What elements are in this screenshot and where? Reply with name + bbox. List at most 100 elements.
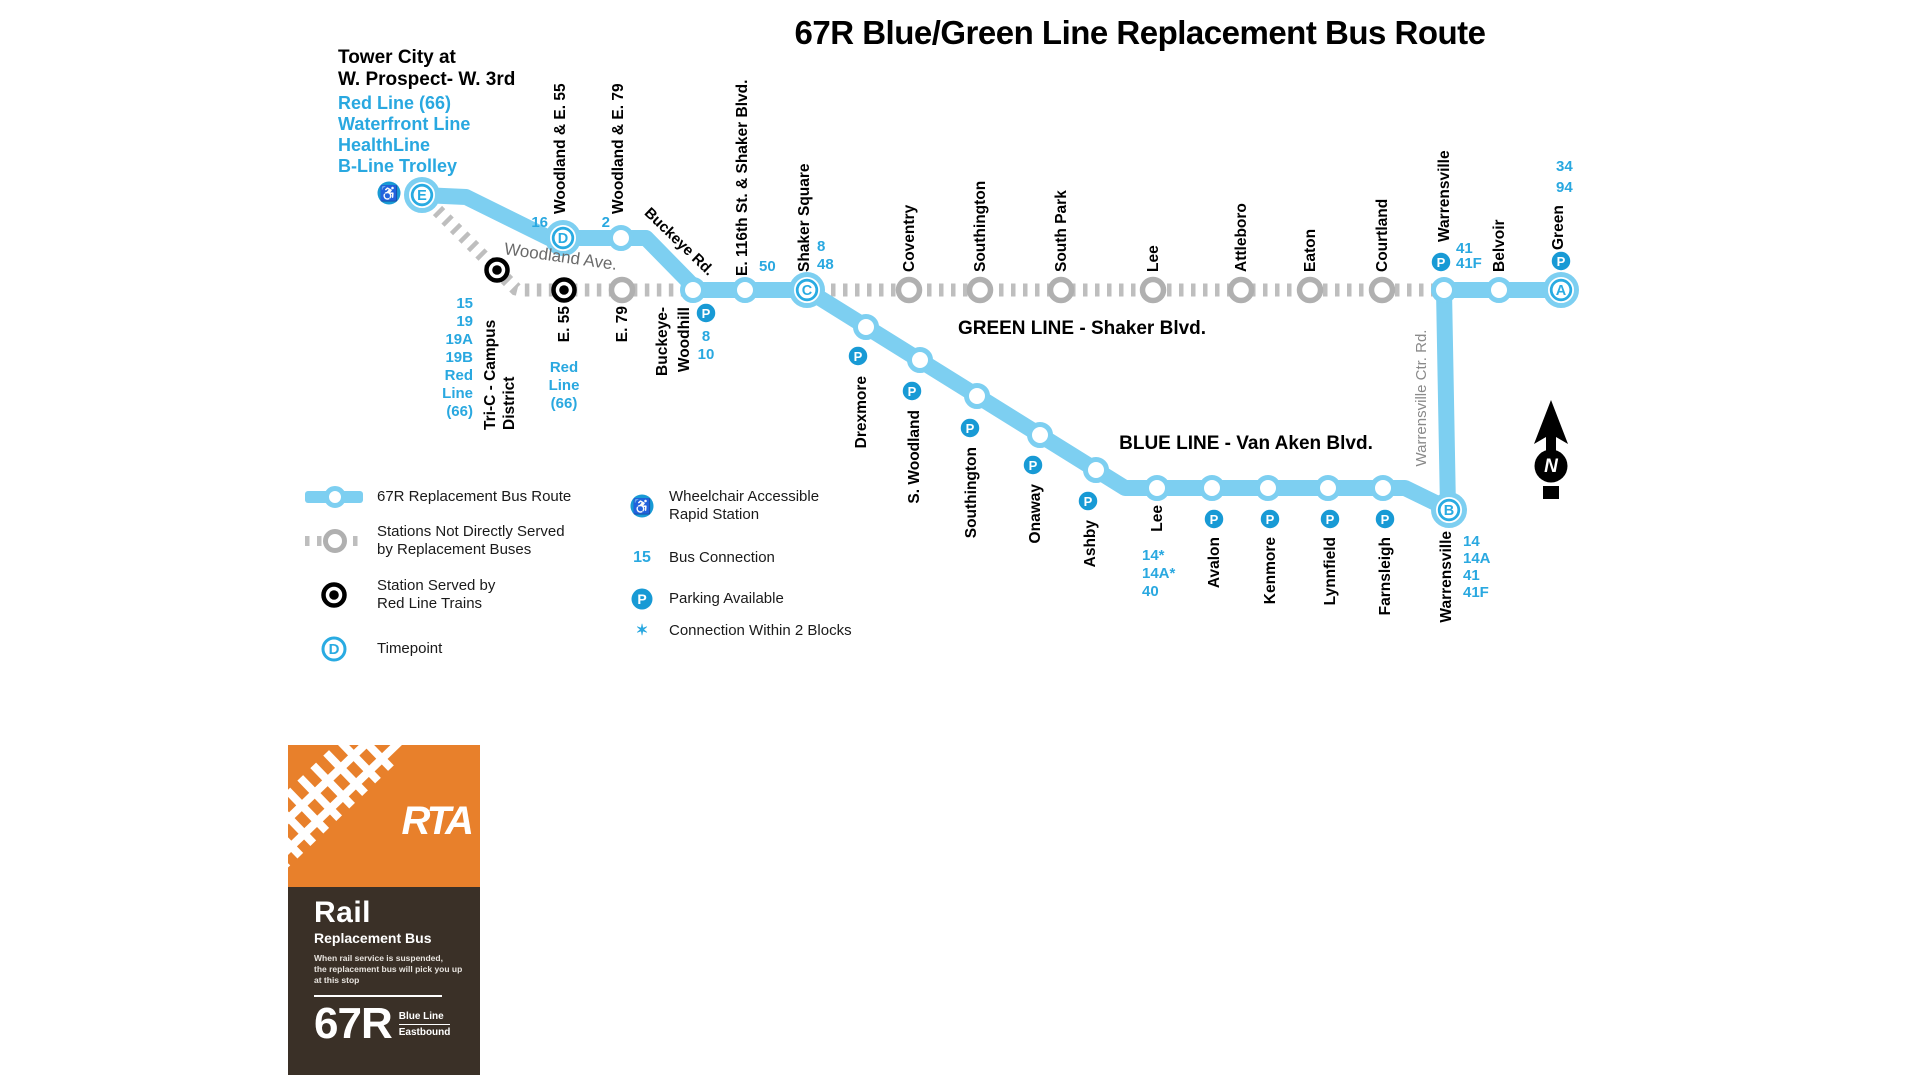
route-direction: Eastbound (398, 1027, 451, 1038)
railroad-tracks-graphic (288, 745, 410, 871)
svg-text:D: D (558, 231, 568, 247)
svg-text:P: P (1210, 512, 1219, 527)
parking-icon: P (628, 586, 656, 612)
svg-text:Courtland: Courtland (1374, 199, 1391, 272)
wheelchair-icon: ♿ (628, 493, 656, 519)
svg-text:Tri-C - Campus: Tri-C - Campus (482, 320, 499, 430)
svg-text:Kenmore: Kenmore (1262, 537, 1279, 605)
svg-text:Avalon: Avalon (1206, 537, 1223, 588)
legend-item-not-served: Stations Not Directly Served by Replacem… (304, 523, 565, 559)
svg-text:34: 34 (1556, 158, 1573, 175)
svg-text:W. Prospect- W. 3rd: W. Prospect- W. 3rd (338, 69, 515, 90)
card-route-row: 67R Blue Line Eastbound (314, 1001, 470, 1047)
route-line-name: Blue Line (398, 1011, 451, 1025)
svg-text:Attleboro: Attleboro (1233, 203, 1250, 272)
svg-text:Warrensville Ctr. Rd.: Warrensville Ctr. Rd. (1413, 330, 1430, 467)
svg-text:Line: Line (442, 385, 473, 402)
card-header: RTA (288, 745, 480, 887)
svg-text:Drexmore: Drexmore (853, 376, 870, 449)
route-meta: Blue Line Eastbound (398, 1011, 451, 1038)
svg-text:Lynnfield: Lynnfield (1322, 537, 1339, 605)
legend-item-parking: P Parking Available (628, 586, 784, 612)
svg-text:50: 50 (759, 258, 776, 275)
legend-item-replacement-route: 67R Replacement Bus Route (304, 484, 571, 510)
card-divider (314, 995, 442, 997)
svg-text:Red: Red (550, 359, 578, 376)
svg-text:14: 14 (1463, 533, 1480, 550)
legend-label: Parking Available (669, 590, 784, 607)
svg-text:(66): (66) (446, 403, 473, 420)
bus-connection-number-icon: 15 (633, 549, 651, 566)
svg-text:2: 2 (602, 214, 610, 231)
svg-text:P: P (702, 306, 711, 321)
svg-text:Line: Line (549, 377, 580, 394)
svg-text:GREEN LINE - Shaker Blvd.: GREEN LINE - Shaker Blvd. (958, 318, 1206, 339)
svg-text:♿: ♿ (380, 185, 399, 203)
legend-label: Bus Connection (669, 549, 775, 566)
svg-text:14A*: 14A* (1142, 565, 1176, 582)
svg-text:P: P (1437, 255, 1446, 270)
svg-text:94: 94 (1556, 179, 1573, 196)
svg-text:8: 8 (817, 238, 825, 255)
svg-text:P: P (1266, 512, 1275, 527)
svg-text:B: B (1444, 503, 1454, 519)
svg-text:Woodland & E. 55: Woodland & E. 55 (552, 83, 569, 214)
svg-text:19B: 19B (445, 349, 473, 366)
svg-text:P: P (908, 384, 917, 399)
svg-text:Tower City at: Tower City at (338, 47, 457, 68)
red-line-station-icon (304, 579, 364, 611)
legend-label: Station Served by Red Line Trains (377, 577, 496, 612)
svg-text:41: 41 (1456, 240, 1473, 257)
card-body: Rail Replacement Bus When rail service i… (288, 887, 480, 1075)
svg-text:P: P (854, 349, 863, 364)
svg-text:♿: ♿ (633, 498, 652, 516)
card-heading: Rail (314, 896, 372, 929)
svg-text:Red Line (66): Red Line (66) (338, 93, 451, 113)
svg-text:14*: 14* (1142, 547, 1165, 564)
svg-text:41F: 41F (1463, 584, 1489, 601)
svg-text:P: P (1557, 254, 1566, 269)
svg-text:19: 19 (456, 313, 473, 330)
svg-text:48: 48 (817, 256, 834, 273)
svg-text:P: P (1029, 458, 1038, 473)
legend-label: Stations Not Directly Served by Replacem… (377, 523, 565, 558)
legend-label: 67R Replacement Bus Route (377, 488, 572, 505)
svg-text:Warrensville: Warrensville (1438, 531, 1455, 623)
legend-label: Connection Within 2 Blocks (669, 622, 852, 639)
svg-text:Ashby: Ashby (1082, 520, 1099, 568)
svg-text:N: N (1544, 456, 1559, 477)
route-number: 67R (314, 999, 393, 1048)
svg-text:(66): (66) (551, 395, 578, 412)
svg-text:BLUE LINE - Van Aken Blvd.: BLUE LINE - Van Aken Blvd. (1119, 433, 1373, 454)
svg-text:Southington: Southington (963, 447, 980, 538)
svg-text:E. 55: E. 55 (556, 306, 573, 343)
page-title: 67R Blue/Green Line Replacement Bus Rout… (794, 14, 1486, 51)
svg-text:Belvoir: Belvoir (1491, 219, 1508, 272)
legend-item-timepoint: D Timepoint (304, 633, 442, 665)
svg-text:B-Line Trolley: B-Line Trolley (338, 156, 457, 176)
svg-text:Green: Green (1550, 205, 1567, 250)
svg-text:Southington: Southington (972, 181, 989, 272)
svg-text:HealthLine: HealthLine (338, 135, 430, 155)
legend-item-wheelchair: ♿ Wheelchair Accessible Rapid Station (628, 488, 819, 524)
svg-text:Warrensville: Warrensville (1436, 150, 1453, 242)
legend-label: Timepoint (377, 640, 443, 657)
legend-item-red-line-station: Station Served by Red Line Trains (304, 577, 495, 613)
svg-text:D: D (329, 641, 340, 658)
svg-text:District: District (501, 377, 518, 430)
svg-text:Buckeye-: Buckeye- (654, 307, 671, 376)
legend-label: Wheelchair Accessible Rapid Station (669, 488, 820, 523)
svg-text:Red: Red (445, 367, 473, 384)
svg-text:E. 116th St. & Shaker Blvd.: E. 116th St. & Shaker Blvd. (734, 80, 751, 276)
svg-text:41: 41 (1463, 567, 1480, 584)
star-icon: ✶ (635, 622, 649, 639)
svg-text:P: P (1326, 512, 1335, 527)
rta-logo: RTA (401, 799, 473, 843)
route-sample-icon (304, 484, 364, 510)
svg-text:P: P (1381, 512, 1390, 527)
svg-text:Waterfront Line: Waterfront Line (338, 114, 470, 134)
svg-text:40: 40 (1142, 583, 1159, 600)
svg-text:Shaker Square: Shaker Square (796, 163, 813, 272)
